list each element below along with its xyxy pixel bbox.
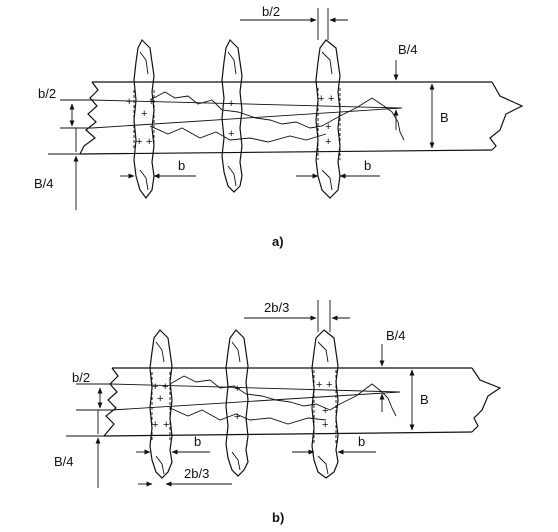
caption-a: a): [272, 234, 284, 249]
plus-marks-a: + + + + + + + + + + +: [126, 93, 334, 148]
diagram-b: + + + + + + + + + + +: [54, 300, 502, 525]
tooth-b1: [149, 329, 173, 479]
plus-mark: +: [316, 379, 322, 391]
plus-mark: +: [325, 121, 331, 133]
plus-mark: +: [322, 405, 328, 417]
plus-mark: +: [234, 411, 240, 423]
plus-mark: +: [146, 136, 152, 148]
caption-b: b): [272, 510, 284, 525]
plus-mark: +: [152, 381, 158, 393]
plus-mark: +: [162, 381, 168, 393]
label-width-b: B: [440, 110, 449, 125]
plus-mark: +: [163, 419, 169, 431]
dimensions-a: [48, 8, 435, 210]
plus-mark: +: [148, 96, 154, 108]
label-width-b: B: [420, 392, 429, 407]
plus-mark: +: [326, 379, 332, 391]
plus-mark: +: [126, 96, 132, 108]
plus-mark: +: [152, 419, 158, 431]
label-b-quarter-left: B/4: [34, 176, 54, 191]
plus-mark: +: [228, 128, 234, 140]
plus-mark: +: [325, 136, 331, 148]
label-b-mid: b: [178, 158, 185, 173]
label-2b-thirds-bottom: 2b/3: [184, 466, 209, 481]
tooth-a1: [133, 38, 155, 199]
label-b-half-top: b/2: [262, 4, 280, 19]
label-b-quarter-right: B/4: [398, 42, 418, 57]
plus-mark: +: [322, 419, 328, 431]
label-b-quarter-right: B/4: [386, 328, 406, 343]
plus-mark: +: [234, 383, 240, 395]
plus-mark: +: [136, 136, 142, 148]
tooth-a3: [315, 39, 341, 199]
plus-marks-b: + + + + + + + + + + +: [152, 379, 332, 431]
tooth-b2: [225, 329, 249, 477]
label-2b-thirds-top: 2b/3: [264, 300, 289, 315]
plus-mark: +: [228, 98, 234, 110]
label-b-mid: b: [194, 434, 201, 449]
label-b-quarter-left: B/4: [54, 454, 74, 469]
plus-mark: +: [157, 393, 163, 405]
tooth-a2: [221, 38, 243, 193]
plus-mark: +: [328, 93, 334, 105]
plus-mark: +: [141, 108, 147, 120]
label-b-right: b: [358, 434, 365, 449]
label-b-half-left: b/2: [72, 370, 90, 385]
band-a: [79, 81, 524, 155]
tooth-b3: [311, 329, 339, 479]
label-b-half-left: b/2: [38, 86, 56, 101]
label-b-right: b: [364, 158, 371, 173]
diagram-a: + + + + + + + + + + +: [34, 4, 524, 249]
dimensions-b: [66, 300, 415, 488]
plus-mark: +: [318, 93, 324, 105]
band-b: [103, 367, 502, 437]
